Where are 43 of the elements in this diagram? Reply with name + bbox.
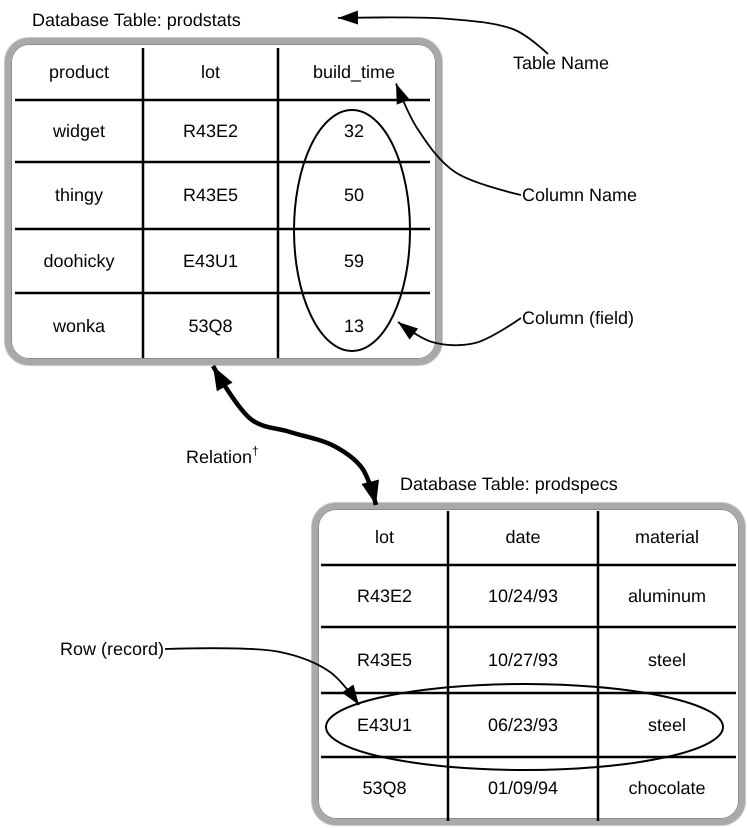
callout-text: Table Name bbox=[513, 52, 610, 74]
field-value: 13 bbox=[344, 316, 364, 336]
field-value: E43U1 bbox=[182, 250, 238, 272]
field-value: 50 bbox=[344, 185, 364, 206]
field-value: R43E5 bbox=[356, 650, 412, 670]
field-value: wonka bbox=[52, 316, 106, 336]
field-value: doohicky bbox=[43, 250, 115, 272]
arrow bbox=[338, 10, 549, 55]
table-title: Database Table: prodspecs bbox=[400, 473, 618, 495]
field-value: R43E5 bbox=[182, 185, 238, 206]
field-value: R43E2 bbox=[356, 586, 412, 606]
field-value: aluminum bbox=[628, 586, 706, 606]
field-value: 01/09/94 bbox=[488, 778, 558, 798]
column-header: build_time bbox=[312, 62, 396, 82]
field-value: 53Q8 bbox=[362, 778, 407, 798]
column-header: lot bbox=[200, 62, 220, 82]
field-value: thingy bbox=[54, 185, 104, 206]
column-header: date bbox=[505, 526, 541, 548]
field-value: 59 bbox=[344, 250, 364, 272]
highlight-ellipse bbox=[325, 683, 724, 771]
callout-text: Column Name bbox=[522, 184, 638, 206]
table-title: Database Table: prodstats bbox=[32, 9, 241, 31]
field-value: 10/24/93 bbox=[488, 586, 558, 606]
arrow bbox=[211, 364, 379, 506]
column-header: product bbox=[48, 62, 110, 82]
field-value: widget bbox=[52, 120, 106, 142]
field-value: E43U1 bbox=[356, 714, 412, 736]
callout-text: Column (field) bbox=[522, 307, 634, 329]
field-value: steel bbox=[648, 650, 686, 670]
field-value: 10/27/93 bbox=[488, 650, 558, 670]
field-value: chocolate bbox=[628, 778, 706, 798]
field-value: 06/23/93 bbox=[488, 714, 558, 736]
field-value: steel bbox=[648, 714, 686, 736]
column-header: material bbox=[634, 526, 700, 548]
field-value: 32 bbox=[344, 120, 364, 142]
arrow bbox=[165, 647, 360, 706]
column-header: lot bbox=[374, 526, 394, 548]
callout-text: Row (record) bbox=[60, 638, 164, 660]
arrow bbox=[395, 83, 522, 196]
arrow bbox=[397, 317, 522, 346]
highlight-ellipse bbox=[293, 109, 411, 352]
field-value: 53Q8 bbox=[188, 316, 233, 336]
field-value: R43E2 bbox=[182, 120, 238, 142]
